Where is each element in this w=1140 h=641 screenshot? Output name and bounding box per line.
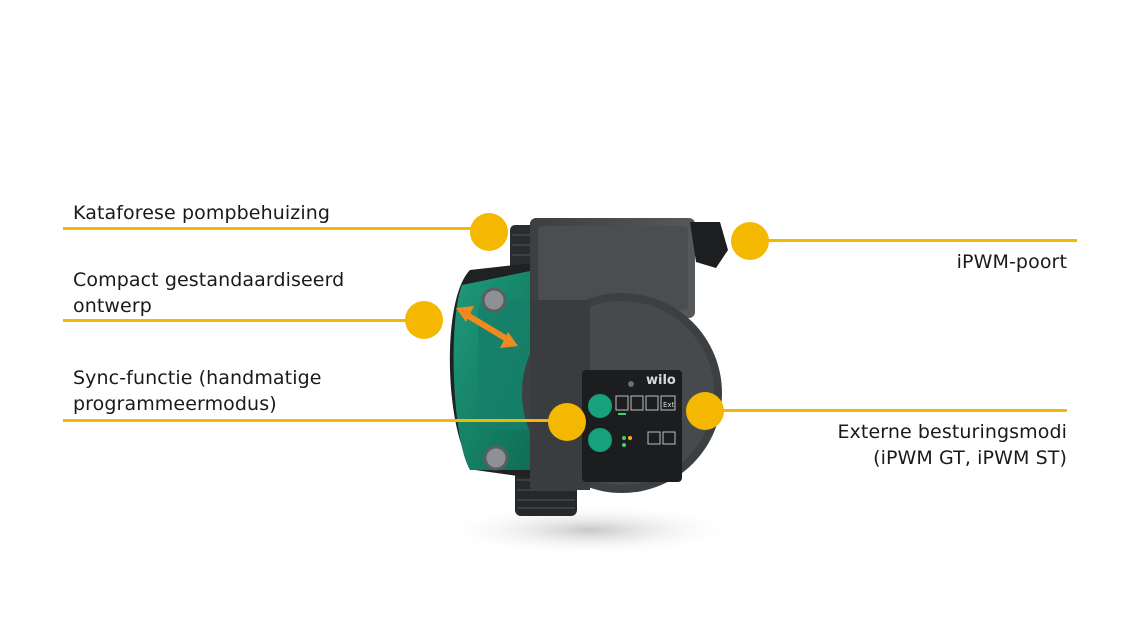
leader-line-externe (705, 409, 1067, 412)
label-kataforese: Kataforese pompbehuizing (73, 202, 331, 224)
label-compact: Compact gestandaardiseerd ontwerp (73, 269, 345, 317)
marker-compact (405, 301, 443, 339)
control-panel: wilo Ext (582, 370, 682, 482)
label-externe: Externe besturingsmodi (iPWM GT, iPWM ST… (837, 421, 1067, 469)
label-sync: Sync-functie (handmatige programmeermodu… (73, 367, 322, 415)
leader-line-compact (63, 319, 423, 322)
label-ipwm-poort: iPWM-poort (956, 251, 1067, 273)
rotation-arrow (456, 306, 518, 348)
leader-line-sync (63, 419, 568, 422)
svg-text:Ext: Ext (663, 401, 675, 409)
floor-shadow (440, 504, 740, 556)
leader-line-ipwm-poort (750, 239, 1077, 242)
marker-kataforese (470, 213, 508, 251)
cable-clip (690, 222, 728, 268)
leader-line-kataforese (63, 227, 488, 230)
svg-text:wilo: wilo (646, 373, 676, 388)
marker-sync (548, 403, 586, 441)
